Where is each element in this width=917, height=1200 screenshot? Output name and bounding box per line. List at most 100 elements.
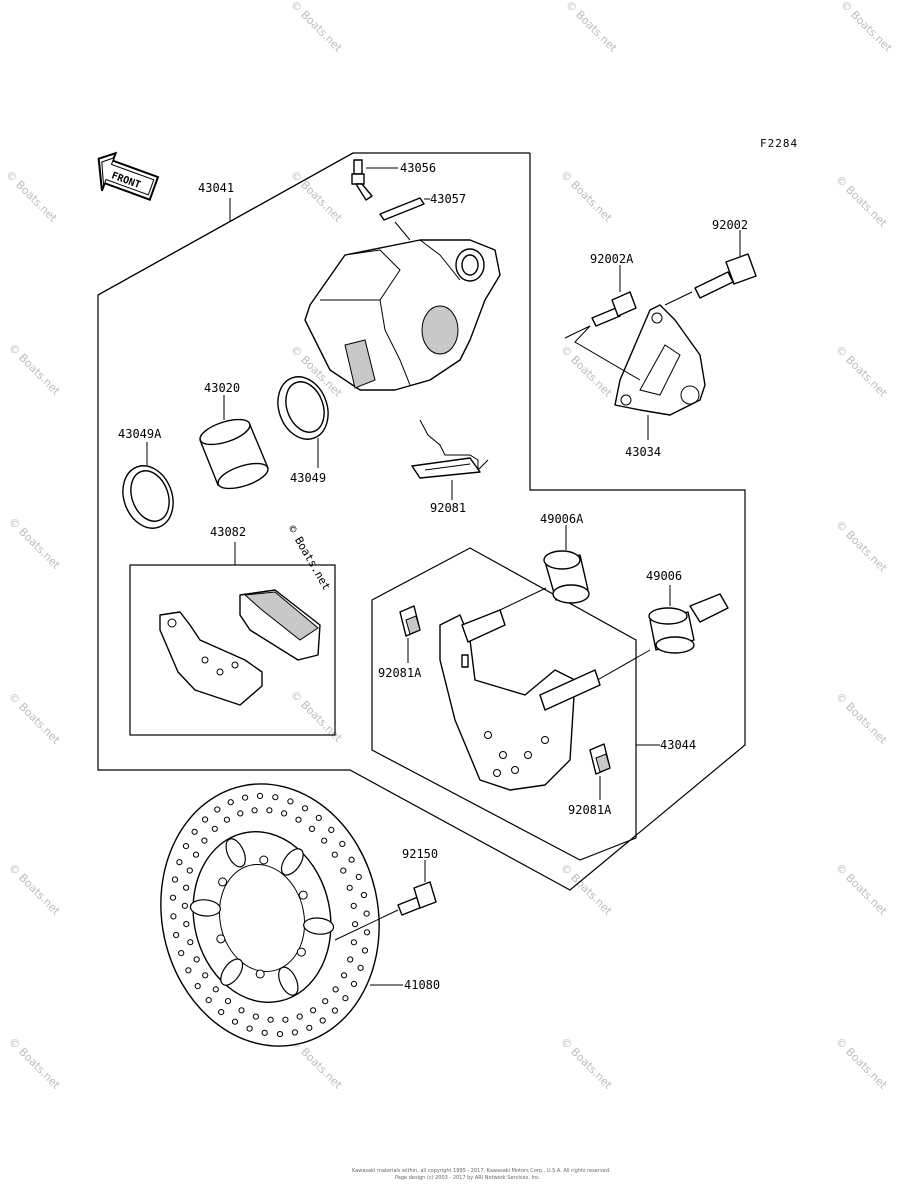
disc-hole: [238, 1007, 245, 1014]
disc-bolt: [397, 881, 437, 916]
disc-bolt-hole: [218, 877, 228, 887]
watermark: © Boats.net: [563, 0, 620, 55]
brake-pad-box: [129, 564, 336, 736]
disc-ventilation-holes: [169, 792, 371, 1038]
part-label-92002A: 92002A: [590, 252, 634, 266]
disc-hole: [287, 798, 294, 805]
disc-hole: [187, 939, 194, 946]
disc-hole: [266, 807, 273, 814]
watermark: © Boats.net: [833, 1035, 890, 1092]
disc-hole: [340, 867, 347, 874]
brake-disc: [160, 783, 380, 1047]
part-label-43044: 43044: [660, 738, 696, 752]
watermark: © Boats.net: [288, 168, 345, 225]
disc-hole: [363, 929, 371, 936]
piston: [199, 418, 269, 490]
watermark: © Boats.net: [838, 0, 895, 55]
part-label-43041: 43041: [198, 181, 234, 195]
disc-hole: [256, 792, 264, 800]
disc-hole: [237, 810, 244, 817]
disc-hole: [178, 950, 185, 957]
disc-hole: [173, 931, 180, 939]
bolt-92002: [694, 253, 757, 299]
disc-hole: [321, 837, 328, 844]
disc-hole: [211, 825, 218, 832]
disc-hole: [169, 894, 177, 901]
disc-hole: [331, 851, 338, 858]
part-label-92002: 92002: [712, 218, 748, 232]
part-label-92150: 92150: [402, 847, 438, 861]
disc-hole: [348, 856, 355, 863]
disc-bolt-hole: [255, 969, 265, 979]
disc-hole: [360, 891, 367, 899]
disc-hole: [218, 1009, 225, 1016]
disc-hole: [246, 1025, 253, 1032]
disc-hole: [340, 972, 348, 979]
part-label-43056: 43056: [400, 161, 436, 175]
caliper-bracket: [614, 304, 706, 416]
disc-hole: [231, 1018, 239, 1025]
part-label-92081A-right: 92081A: [568, 803, 612, 817]
watermark: © Boats.net: [288, 688, 345, 745]
disc-hole: [352, 921, 359, 928]
disc-hole: [282, 1016, 289, 1023]
brake-pad-right: [239, 589, 321, 661]
disc-hole: [331, 1007, 338, 1014]
disc-hole: [186, 867, 193, 874]
disc-hole: [212, 986, 219, 993]
disc-hole: [192, 851, 200, 858]
caliper-frame-top: [97, 152, 354, 296]
pad-spring: [411, 419, 489, 479]
disc-slot: [225, 838, 246, 868]
disc-hole: [315, 814, 322, 822]
disc-hole: [224, 998, 232, 1005]
disc-hole: [291, 1029, 298, 1036]
watermark: © Boats.net: [833, 690, 890, 747]
disc-hole: [202, 816, 209, 823]
watermark: © Boats.net: [833, 518, 890, 575]
disc-hole: [276, 1031, 284, 1038]
disc-hole: [185, 967, 192, 974]
piston-seal: [277, 376, 329, 440]
front-arrow-icon: FRONT: [97, 151, 160, 201]
caliper-body: [304, 239, 501, 391]
disc-hole: [193, 956, 200, 963]
disc-hole: [191, 828, 198, 835]
disc-hole: [342, 995, 349, 1002]
watermark: © Boats.net: [833, 343, 890, 400]
disc-slots: [189, 838, 335, 996]
watermark-layer: © Boats.net © Boats.net © Boats.net © Bo…: [3, 0, 895, 1092]
disc-hole: [261, 1029, 268, 1036]
disc-hole: [306, 1024, 313, 1031]
disc-hole: [227, 799, 234, 806]
part-label-43082: 43082: [210, 525, 246, 539]
disc-hole: [339, 840, 346, 848]
part-label-43034: 43034: [625, 445, 661, 459]
watermark: © Boats.net: [3, 168, 60, 225]
disc-hole: [363, 910, 370, 917]
watermark: © Boats.net: [6, 515, 63, 572]
disc-hole: [347, 956, 354, 963]
disc-bolt-hole: [296, 947, 306, 957]
disc-hole: [272, 794, 279, 801]
watermark: © Boats.net: [833, 861, 890, 918]
disc-hole: [295, 816, 302, 823]
disc-slot: [280, 848, 304, 876]
footer-line-2: Page design (c) 2003 - 2017 by ARI Netwo…: [395, 1175, 541, 1181]
disc-hole: [267, 1016, 274, 1023]
disc-hole: [176, 859, 183, 866]
dust-seal: [122, 465, 174, 529]
part-label-43049A: 43049A: [118, 427, 162, 441]
figure-code: F2284: [760, 137, 798, 150]
watermark: © Boats.net: [558, 861, 615, 918]
disc-hole: [355, 873, 362, 881]
disc-hole: [201, 837, 208, 844]
disc-hole: [214, 806, 221, 813]
disc-hole: [223, 816, 230, 823]
watermark: © Boats.net: [558, 1035, 615, 1092]
bleed-valve: [351, 159, 373, 201]
watermark: © Boats.net: [6, 861, 63, 918]
disc-hole: [301, 805, 309, 812]
watermark: © Boats.net: [833, 173, 890, 230]
disc-hole: [308, 825, 316, 833]
